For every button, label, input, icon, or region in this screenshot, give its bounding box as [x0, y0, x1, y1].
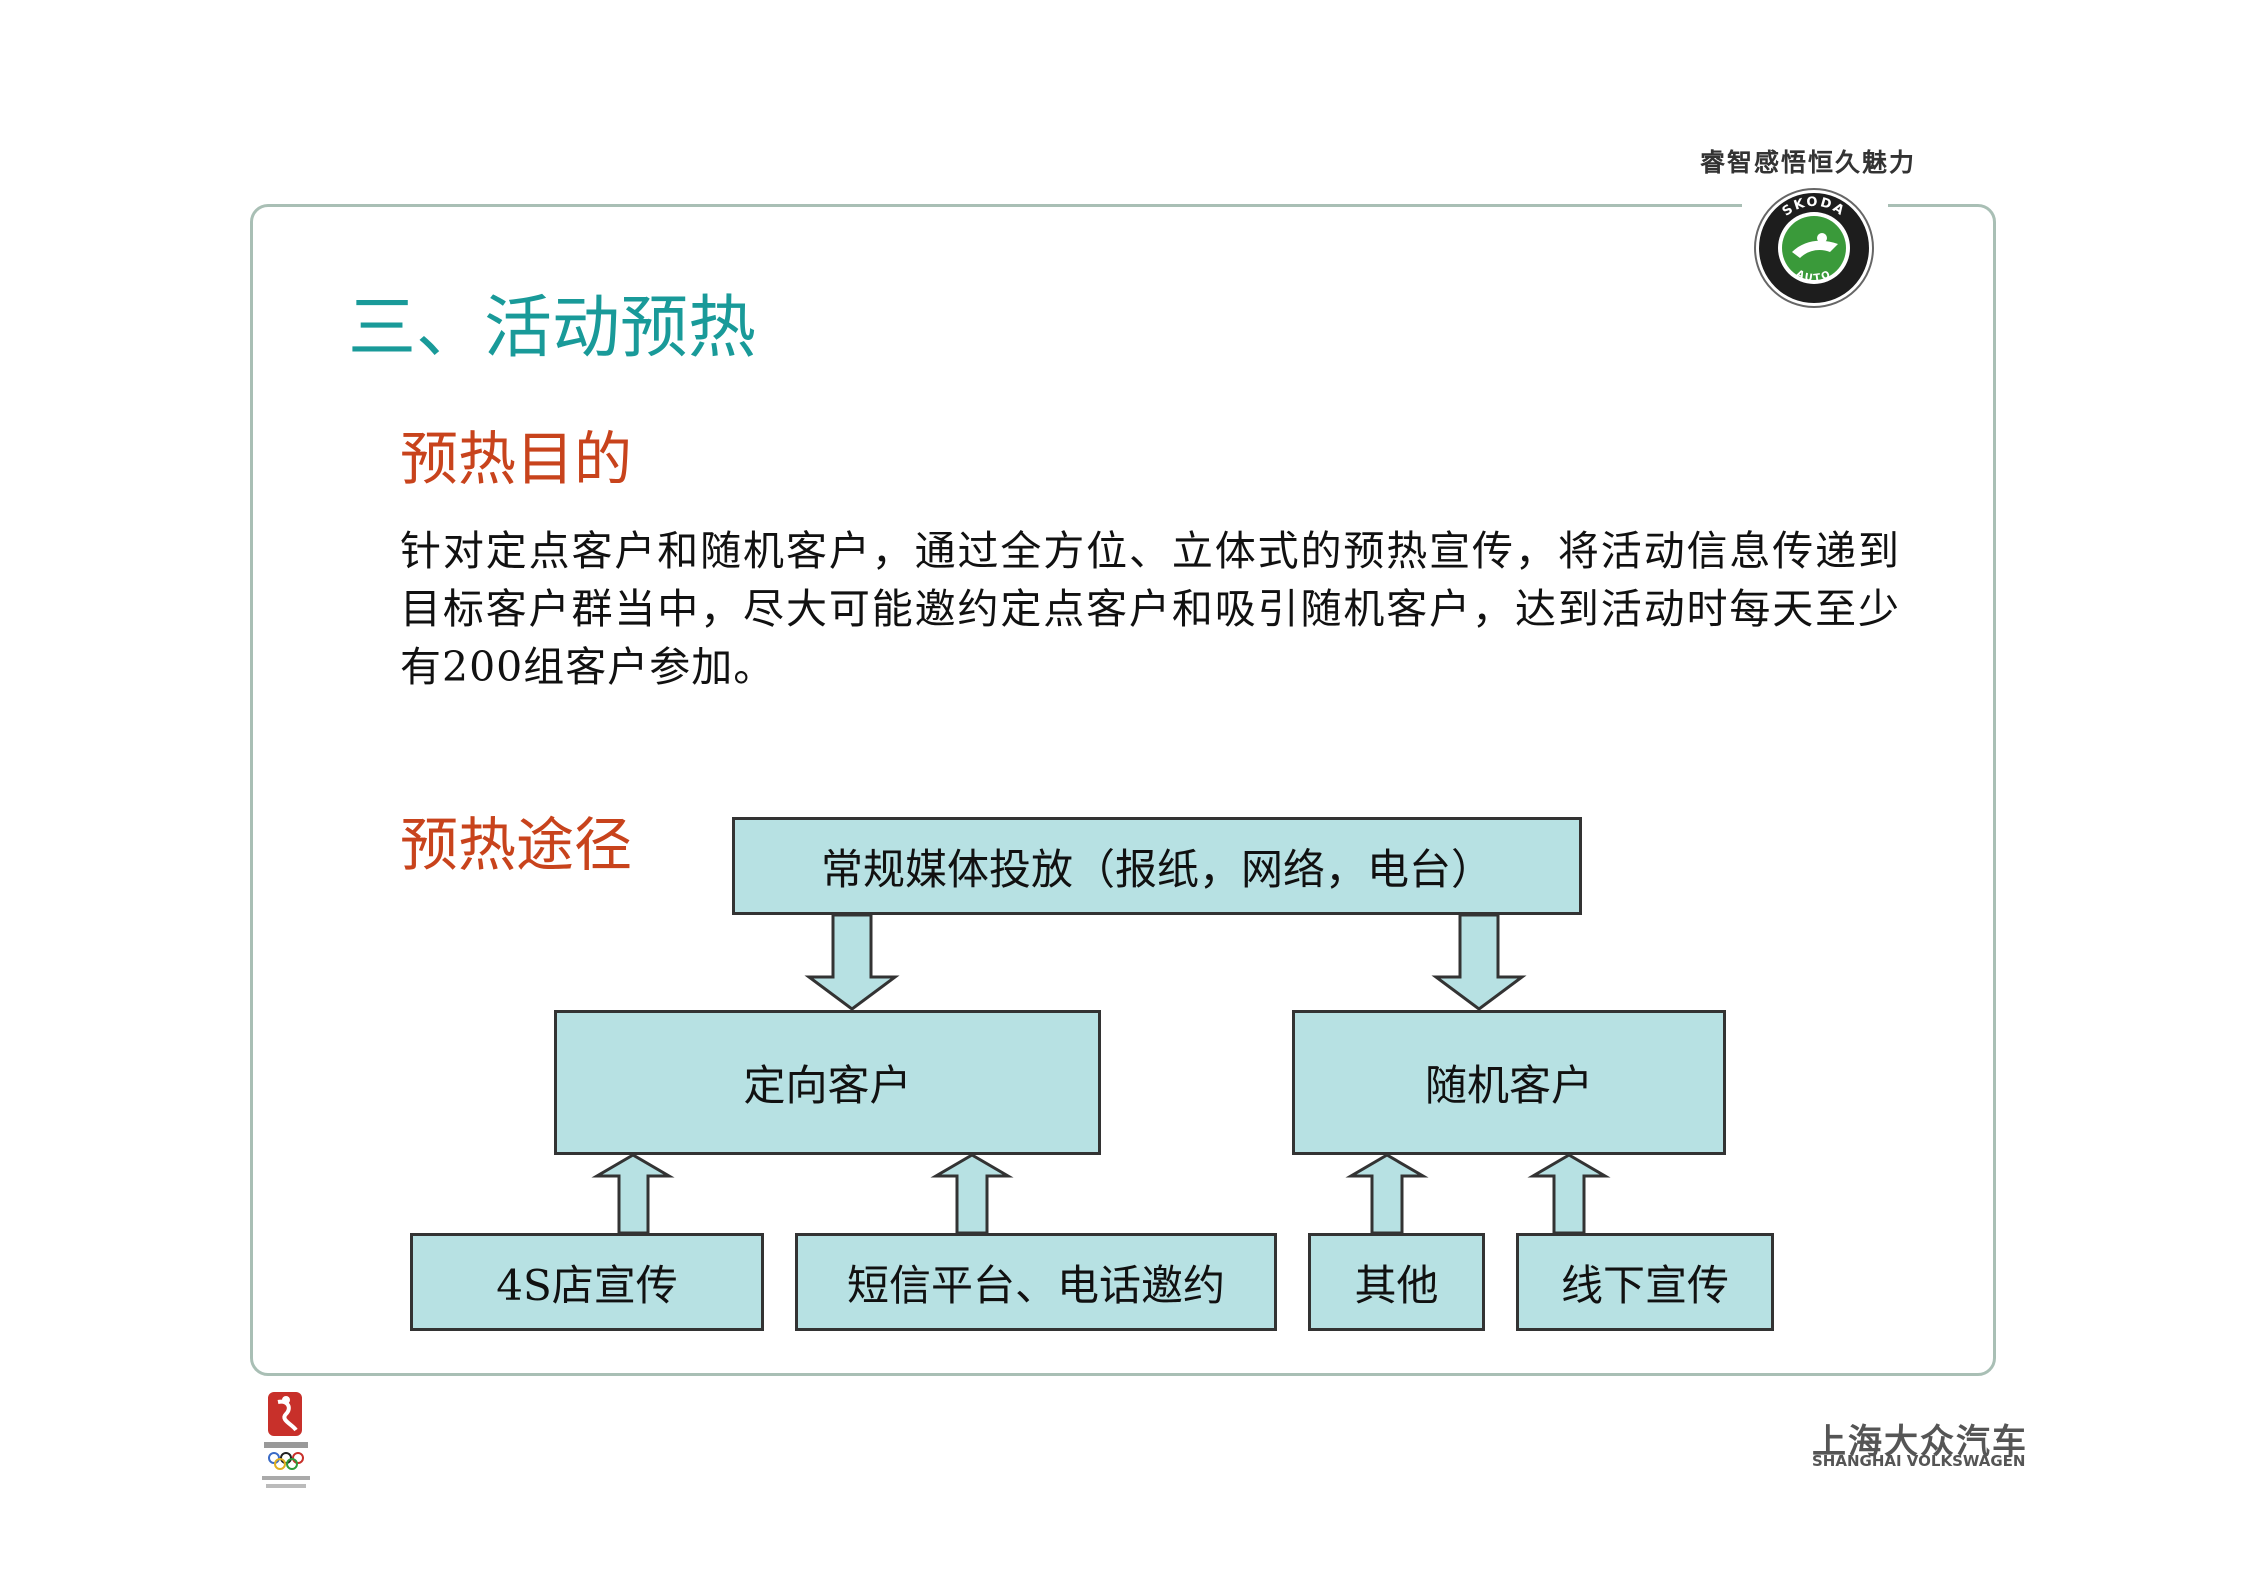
random-customers-box: 随机客户	[1292, 1010, 1726, 1155]
skoda-logo: SKODA AUTO	[1754, 188, 1874, 308]
slide-title: 三、活动预热	[348, 289, 757, 368]
target-customers-box: 定向客户	[554, 1010, 1101, 1155]
other-box: 其他	[1308, 1233, 1485, 1331]
svw-brand-en: SHANGHAI VOLKSWAGEN	[1812, 1452, 2026, 1470]
logo-bottom-text: AUTO	[1794, 268, 1832, 284]
purpose-paragraph: 针对定点客户和随机客户，通过全方位、立体式的预热宣传，将活动信息传递到目标客户群…	[400, 527, 1900, 691]
sms-phone-box: 短信平台、电话邀约	[795, 1233, 1277, 1331]
brand-slogan: 睿智感悟恒久魅力	[1700, 148, 1917, 177]
offline-promo-box: 线下宣传	[1516, 1233, 1774, 1331]
olympic-emblem	[262, 1392, 310, 1488]
media-box: 常规媒体投放（报纸，网络，电台）	[732, 817, 1582, 915]
slide-frame	[250, 204, 1996, 1376]
svw-brand-cn: 上海大众汽车	[1812, 1422, 2028, 1462]
channels-heading: 预热途径	[400, 811, 633, 879]
store-promo-box: 4S店宣传	[410, 1233, 764, 1331]
svg-text:AUTO: AUTO	[1794, 268, 1834, 284]
purpose-heading: 预热目的	[400, 425, 633, 493]
